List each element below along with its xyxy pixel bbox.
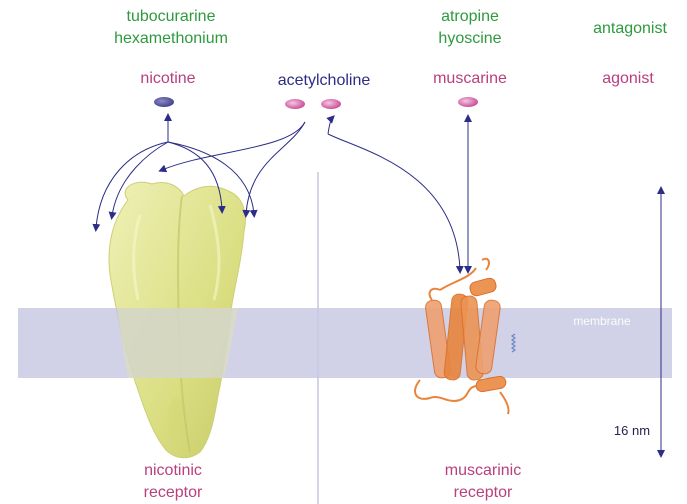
muscarine-molecule-icon: [458, 97, 478, 107]
nicotinic-receptor-label-1: nicotinic: [118, 460, 228, 482]
acetylcholine-molecule-icon: [285, 99, 305, 109]
antagonist-nicotinic-2: hexamethonium: [98, 28, 244, 50]
muscarine-label: muscarine: [420, 68, 520, 90]
nicotine-molecule-icon: [154, 97, 174, 107]
nicotinic-receptor-membrane-overlay: [118, 308, 238, 378]
muscarinic-receptor-label-1: muscarinic: [418, 460, 548, 482]
nicotinic-receptor-label-2: receptor: [118, 482, 228, 504]
scale-label: 16 nm: [604, 420, 660, 442]
antagonist-muscarinic-1: atropine: [420, 6, 520, 28]
acetylcholine-molecule-icon-2: [321, 99, 341, 109]
muscarinic-receptor-label-2: receptor: [418, 482, 548, 504]
membrane-label: membrane: [552, 310, 652, 332]
agonist-category-label: agonist: [588, 68, 668, 90]
acetylcholine-label: acetylcholine: [254, 70, 394, 92]
antagonist-category-label: antagonist: [580, 18, 680, 40]
nicotine-label: nicotine: [128, 68, 208, 90]
antagonist-nicotinic-1: tubocurarine: [98, 6, 244, 28]
antagonist-muscarinic-2: hyoscine: [420, 28, 520, 50]
